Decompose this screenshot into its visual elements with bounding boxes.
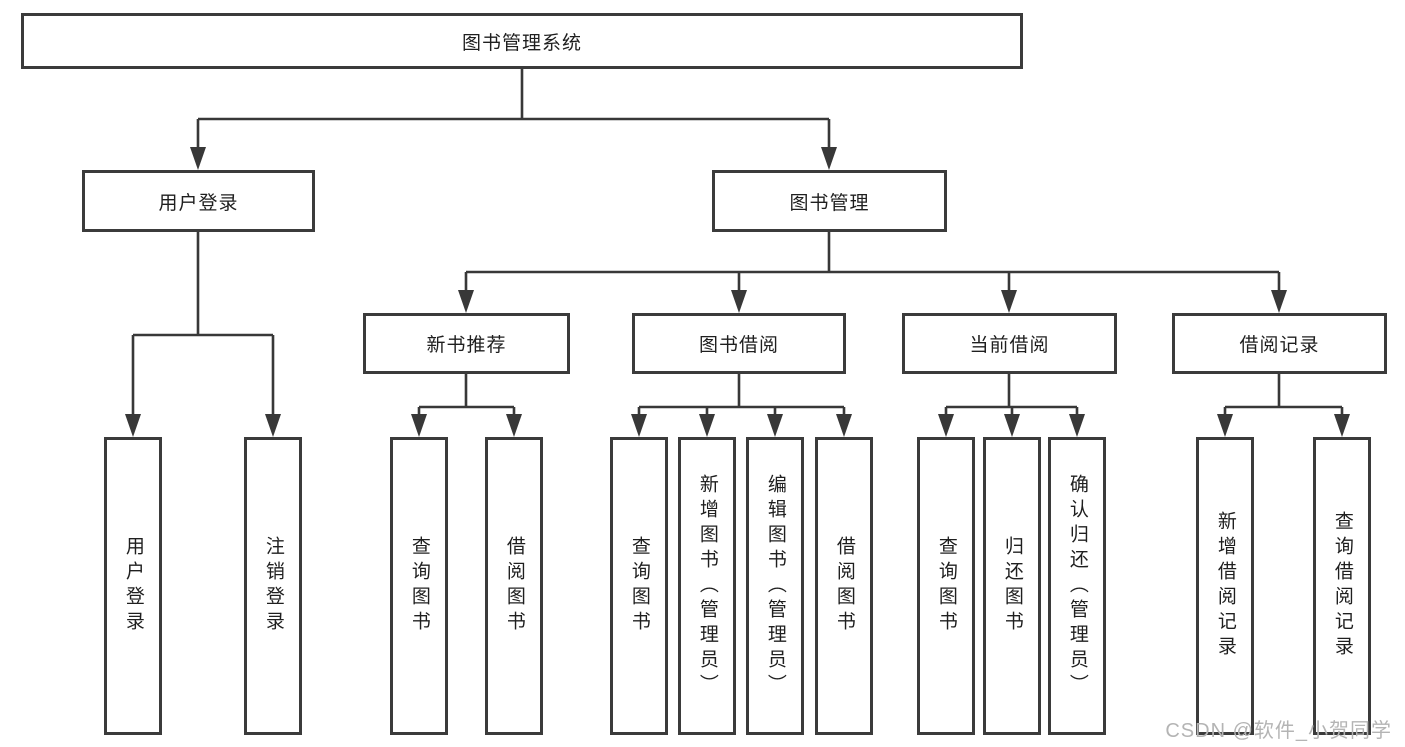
edge-bookmgmt-to-level3	[464, 232, 1281, 291]
leaf-confirm-return-admin: 确认归还（管理员）	[1048, 437, 1106, 735]
leaf-add-book-admin: 新增图书（管理员）	[678, 437, 736, 735]
leaf-user-login: 用户登录	[104, 437, 162, 735]
node-new-book-recommend: 新书推荐	[363, 313, 570, 374]
leaf-user-login-label: 用户登录	[122, 536, 144, 636]
leaf-query-books-recommend-label: 查询图书	[408, 536, 430, 636]
arrowhead	[1271, 290, 1287, 313]
edge-borrowrecords-to-leaves	[1223, 374, 1344, 414]
node-book-management: 图书管理	[712, 170, 947, 232]
leaf-add-borrow-record: 新增借阅记录	[1196, 437, 1254, 735]
leaf-add-book-admin-label: 新增图书（管理员）	[696, 473, 718, 699]
arrowhead	[411, 414, 427, 437]
leaf-query-borrow-record-label: 查询借阅记录	[1331, 511, 1353, 661]
arrowhead	[458, 290, 474, 313]
leaf-query-books-borrow: 查询图书	[610, 437, 668, 735]
leaf-add-borrow-record-label: 新增借阅记录	[1214, 511, 1236, 661]
leaf-query-borrow-record: 查询借阅记录	[1313, 437, 1371, 735]
arrowhead	[631, 414, 647, 437]
arrowhead	[938, 414, 954, 437]
leaf-borrow-books-recommend-label: 借阅图书	[503, 536, 525, 636]
arrowhead	[1217, 414, 1233, 437]
arrowhead	[1334, 414, 1350, 437]
leaf-return-book: 归还图书	[983, 437, 1041, 735]
arrowhead	[265, 414, 281, 437]
node-borrow-records: 借阅记录	[1172, 313, 1387, 374]
arrowhead	[190, 147, 206, 170]
arrowhead	[1001, 290, 1017, 313]
node-book-borrow: 图书借阅	[632, 313, 846, 374]
edge-newbook-to-leaves	[417, 374, 516, 414]
arrowhead	[767, 414, 783, 437]
edge-root-to-level2	[196, 69, 831, 148]
arrowhead	[699, 414, 715, 437]
arrowhead	[1004, 414, 1020, 437]
leaf-edit-book-admin-label: 编辑图书（管理员）	[764, 473, 786, 699]
arrowhead	[821, 147, 837, 170]
leaf-logout: 注销登录	[244, 437, 302, 735]
node-current-borrow: 当前借阅	[902, 313, 1117, 374]
edge-bookborrow-to-leaves	[637, 374, 846, 414]
leaf-confirm-return-admin-label: 确认归还（管理员）	[1066, 473, 1088, 699]
arrowhead	[506, 414, 522, 437]
node-root: 图书管理系统	[21, 13, 1023, 69]
leaf-edit-book-admin: 编辑图书（管理员）	[746, 437, 804, 735]
csdn-watermark: CSDN @软件_小贺同学	[1165, 720, 1392, 742]
arrowhead	[836, 414, 852, 437]
leaf-borrow-books-recommend: 借阅图书	[485, 437, 543, 735]
arrowhead	[125, 414, 141, 437]
leaf-borrow-books: 借阅图书	[815, 437, 873, 735]
arrowhead	[731, 290, 747, 313]
leaf-query-books-current: 查询图书	[917, 437, 975, 735]
leaf-return-book-label: 归还图书	[1001, 536, 1023, 636]
edge-userlogin-to-leaves	[131, 232, 275, 414]
leaf-borrow-books-label: 借阅图书	[833, 536, 855, 636]
leaf-logout-label: 注销登录	[262, 536, 284, 636]
leaf-query-books-borrow-label: 查询图书	[628, 536, 650, 636]
leaf-query-books-recommend: 查询图书	[390, 437, 448, 735]
leaf-query-books-current-label: 查询图书	[935, 536, 957, 636]
arrowhead	[1069, 414, 1085, 437]
node-user-login: 用户登录	[82, 170, 315, 232]
edge-currentborrow-to-leaves	[944, 374, 1079, 414]
